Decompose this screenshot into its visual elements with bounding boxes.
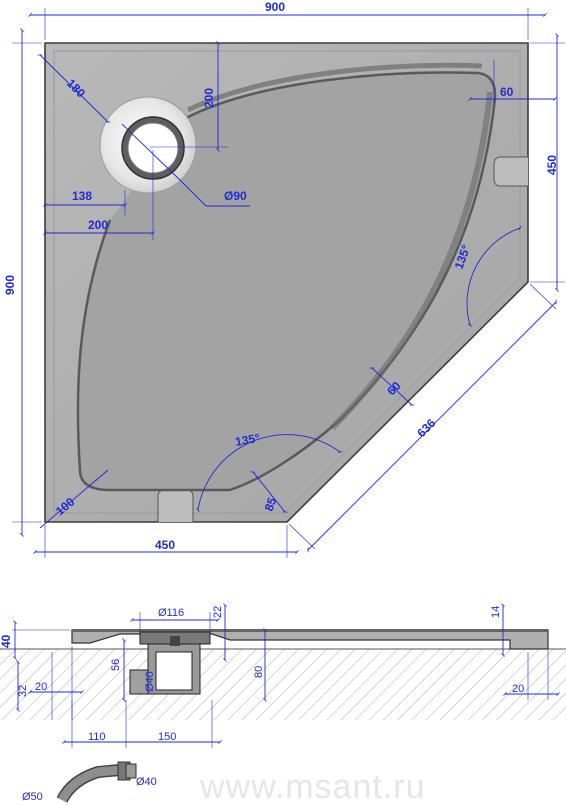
dim-rim-top-right: 60 — [500, 85, 514, 99]
sec-offset-150: 150 — [158, 731, 176, 743]
sec-margin-right: 20 — [512, 683, 524, 695]
sec-total-height: 40 — [0, 634, 13, 648]
dim-diagonal-length: 636 — [414, 416, 438, 440]
dim-right-side: 450 — [545, 155, 559, 175]
dim-overall-height: 900 — [3, 275, 17, 295]
shower-tray-plan — [44, 42, 529, 523]
dim-drain-diameter: Ø90 — [224, 189, 247, 203]
dim-bottom-side: 450 — [155, 538, 175, 552]
dim-overall-width: 900 — [265, 0, 285, 14]
sec-drain-top-diameter: Ø116 — [158, 607, 184, 619]
sec-pipe-diameter: Ø40 — [144, 671, 156, 692]
dim-drain-from-left: 200 — [88, 218, 108, 232]
side-notch — [493, 156, 528, 187]
sec-rim-right: 14 — [490, 606, 502, 618]
dim-angle-bottom: 135° — [234, 431, 261, 449]
sec-drain-depth: 56 — [110, 659, 122, 671]
dim-drain-top: 200 — [202, 88, 216, 108]
floor-hatch — [0, 649, 566, 720]
sec-overall-depth: 80 — [253, 666, 265, 678]
sec-base-height: 32 — [17, 685, 29, 697]
sec-rim-left: 22 — [212, 606, 224, 618]
dim-side-from-left: 138 — [72, 189, 92, 203]
section-view — [0, 629, 566, 720]
dim-rim-bottom: 85 — [262, 495, 280, 513]
siphon-outlet-diameter: Ø40 — [136, 776, 157, 788]
sec-offset-110: 110 — [88, 731, 106, 743]
sec-margin-left: 20 — [35, 681, 47, 693]
tray-profile — [71, 629, 549, 650]
section-dimensions: 40 Ø116 22 14 56 Ø40 80 32 20 20 — [0, 603, 560, 748]
bottom-notch — [157, 489, 194, 522]
siphon-pipe: Ø50 Ø40 — [22, 761, 157, 803]
watermark: www.msant.ru — [199, 768, 426, 805]
siphon-inlet-diameter: Ø50 — [22, 791, 43, 803]
